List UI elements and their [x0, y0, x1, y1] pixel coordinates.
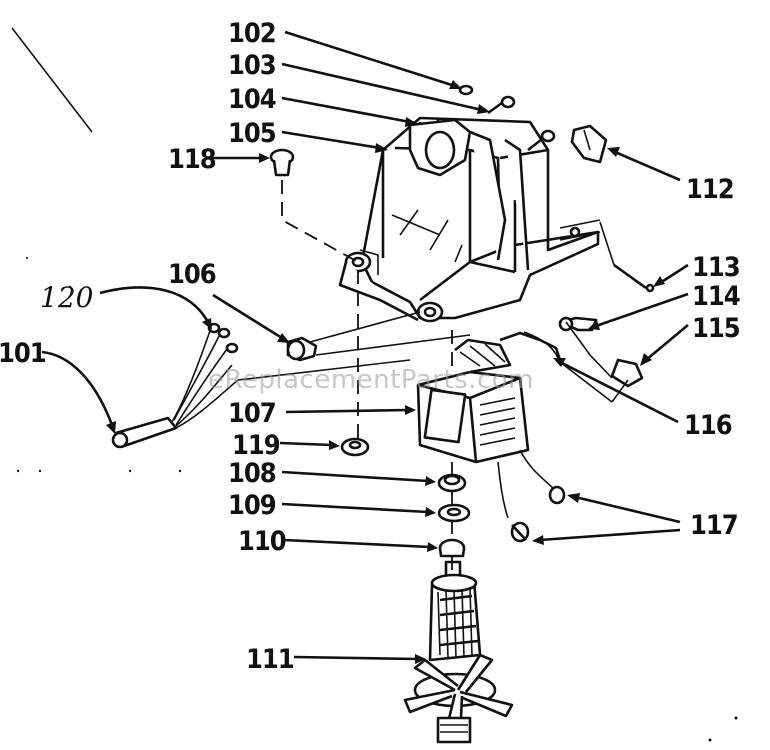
callout-119: 119	[232, 430, 280, 461]
part-112-clip	[570, 124, 608, 164]
callout-109: 109	[228, 490, 276, 521]
callout-102: 102	[228, 18, 276, 49]
callout-111: 111	[246, 644, 294, 675]
callout-101: 101	[0, 338, 46, 369]
part-119-washer	[340, 437, 370, 457]
part-106-strain-relief	[286, 336, 318, 362]
callout-115: 115	[692, 313, 740, 344]
callout-114: 114	[692, 281, 740, 312]
part-103-screw	[487, 95, 516, 115]
part-screw-right	[527, 129, 556, 152]
callout-116: 116	[684, 410, 732, 441]
callout-107: 107	[228, 398, 276, 429]
part-110-bearing	[438, 538, 466, 558]
callout-113: 113	[692, 252, 740, 283]
watermark-text: eReplacementParts.com	[208, 365, 534, 395]
callout-105: 105	[228, 118, 276, 149]
callout-117: 117	[690, 510, 738, 541]
scan-dots	[16, 257, 738, 742]
callout-110: 110	[238, 526, 286, 557]
callout-104: 104	[228, 84, 276, 115]
part-115-nut	[610, 358, 644, 388]
callout-103: 103	[228, 50, 276, 81]
part-107-field-stator	[416, 338, 556, 519]
part-108-bearing	[437, 473, 467, 493]
housing-frame-part	[338, 116, 601, 323]
part-118-bushing	[269, 148, 359, 263]
callout-118: 118	[168, 144, 216, 175]
part-116-wire	[499, 331, 562, 361]
callout-112: 112	[686, 174, 734, 205]
scan-mark-line	[11, 27, 93, 133]
part-111-armature	[403, 560, 514, 744]
callout-120: 120	[40, 281, 93, 314]
part-109-washer	[437, 503, 471, 523]
callout-108: 108	[228, 458, 276, 489]
part-117-connectors	[510, 485, 566, 543]
callout-labels: 102 103 104 105 118 112 113 114 115 106 …	[0, 18, 741, 675]
part-113-screw	[613, 263, 655, 293]
part-101-power-cord	[111, 322, 239, 449]
callout-106: 106	[168, 259, 216, 290]
leader-arrows	[41, 30, 689, 664]
part-102-washer	[458, 84, 474, 96]
